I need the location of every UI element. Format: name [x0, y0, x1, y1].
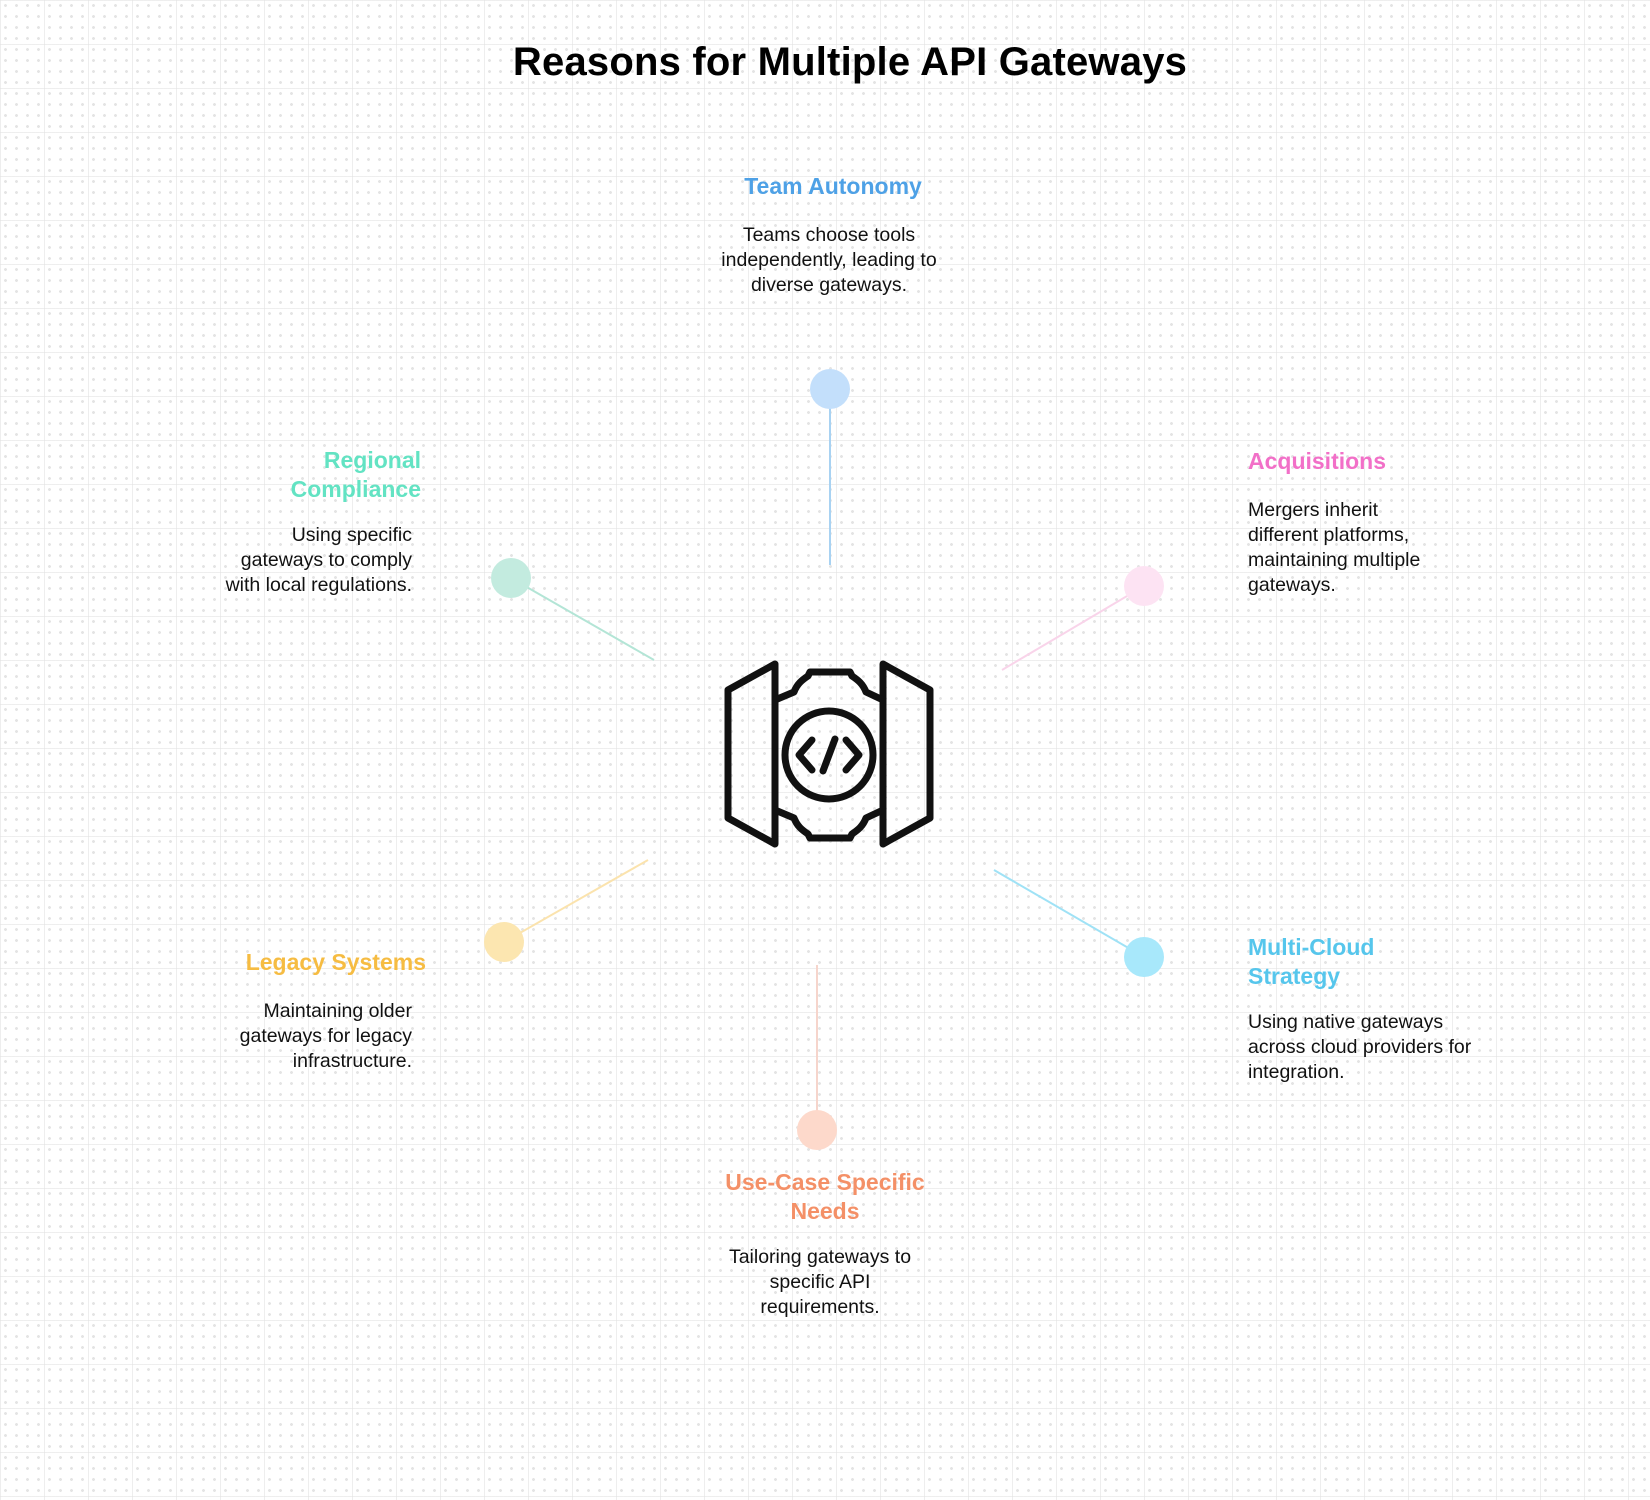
label-team-autonomy: Team Autonomy — [744, 173, 922, 199]
dot-regional-compliance — [491, 558, 531, 598]
label-acquisitions: Acquisitions — [1248, 448, 1387, 474]
desc-team-autonomy: Teams choose tools independently, leadin… — [721, 224, 937, 296]
label-use-case-specific-needs: Use-Case Specific Needs — [725, 1169, 925, 1224]
desc-use-case-specific-needs: Tailoring gateways to specific API requi… — [728, 1246, 912, 1318]
dot-use-case-specific-needs — [797, 1110, 837, 1150]
dot-multi-cloud-strategy — [1124, 937, 1164, 977]
connector-regional-compliance — [510, 577, 655, 661]
label-multi-cloud-strategy: Multi-Cloud Strategy — [1248, 934, 1375, 989]
label-legacy-systems: Legacy Systems — [245, 949, 426, 975]
desc-acquisitions: Mergers inherit different platforms, mai… — [1248, 499, 1421, 596]
api-gateway-icon — [724, 660, 934, 848]
connector-acquisitions — [1001, 585, 1145, 671]
connector-legacy-systems — [503, 859, 649, 943]
page-title: Reasons for Multiple API Gateways — [512, 40, 1188, 84]
connector-multi-cloud-strategy — [993, 869, 1145, 958]
dot-legacy-systems — [484, 922, 524, 962]
desc-legacy-systems: Maintaining older gateways for legacy in… — [239, 1000, 412, 1072]
desc-regional-compliance: Using specific gateways to comply with l… — [225, 524, 412, 596]
dot-team-autonomy — [810, 369, 850, 409]
dot-acquisitions — [1124, 566, 1164, 606]
desc-multi-cloud-strategy: Using native gateways across cloud provi… — [1248, 1011, 1472, 1083]
label-regional-compliance: Regional Compliance — [290, 447, 421, 502]
